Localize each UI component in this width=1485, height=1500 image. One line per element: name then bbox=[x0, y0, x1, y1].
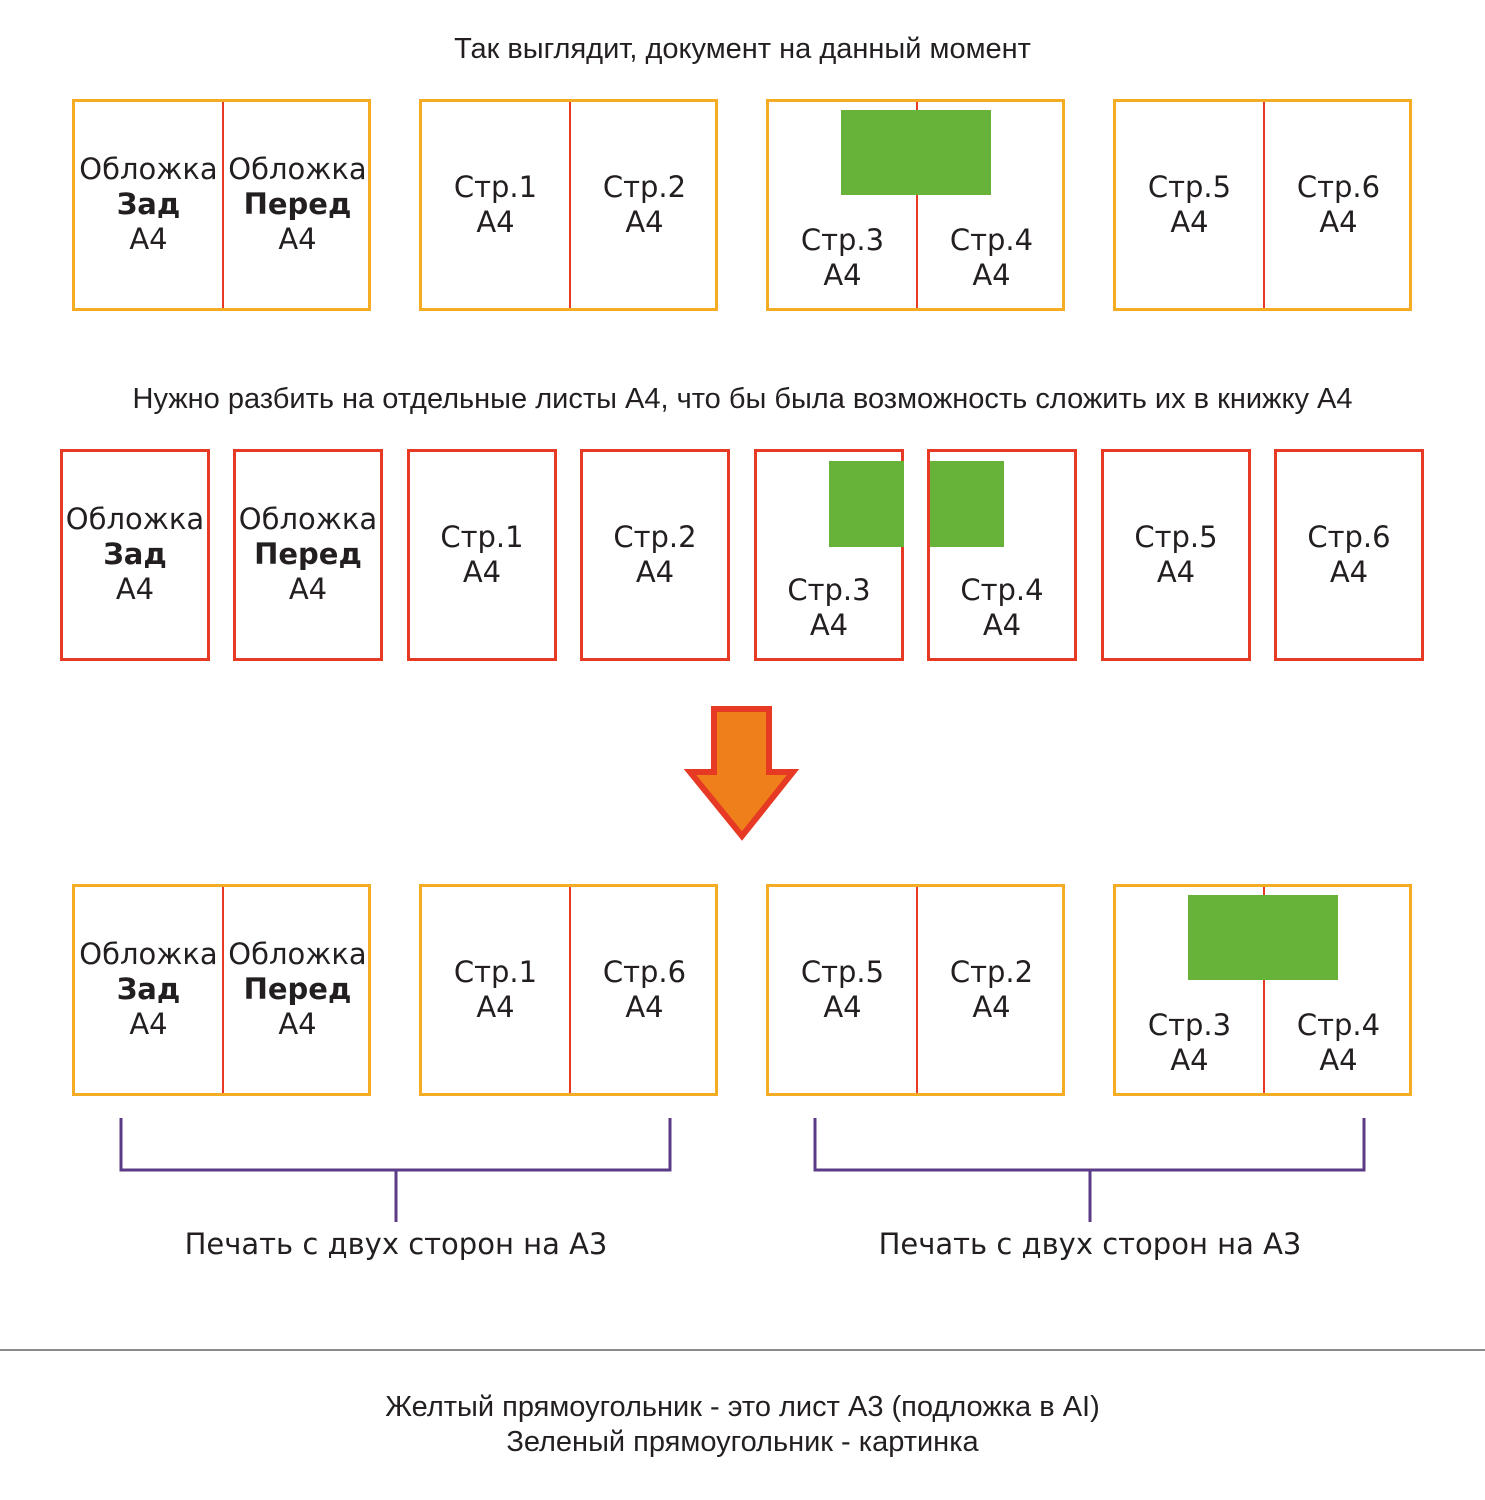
print-brackets bbox=[119, 1118, 1366, 1222]
legend-picture: Зеленый прямоугольник - картинка bbox=[506, 1426, 979, 1458]
picture-block-right-half bbox=[930, 461, 1004, 547]
fold-line bbox=[569, 102, 571, 308]
fold-line bbox=[222, 102, 224, 308]
bracket-left bbox=[119, 1118, 672, 1222]
fold-line bbox=[916, 102, 918, 308]
section2-title: Нужно разбить на отдельные листы А4, что… bbox=[132, 383, 1353, 415]
fold-line bbox=[569, 887, 571, 1093]
legend: Желтый прямоугольник - это лист А3 (подл… bbox=[0, 1390, 1485, 1460]
print-note-left: Печать с двух сторон на А3 bbox=[184, 1227, 608, 1261]
section1-title: Так выглядит, документ на данный момент bbox=[454, 33, 1031, 65]
fold-line bbox=[916, 887, 918, 1093]
bracket-right bbox=[813, 1118, 1366, 1222]
picture-block bbox=[841, 110, 991, 195]
fold-line bbox=[1263, 102, 1265, 308]
print-note-right: Печать с двух сторон на А3 bbox=[878, 1227, 1302, 1261]
picture-block bbox=[1188, 895, 1338, 980]
picture-block-left-half bbox=[829, 461, 904, 547]
fold-line bbox=[222, 887, 224, 1093]
divider bbox=[0, 1349, 1485, 1351]
arrow-down-icon bbox=[683, 706, 800, 841]
legend-a3-sheet: Желтый прямоугольник - это лист А3 (подл… bbox=[385, 1391, 1100, 1423]
fold-line bbox=[1263, 887, 1265, 1093]
